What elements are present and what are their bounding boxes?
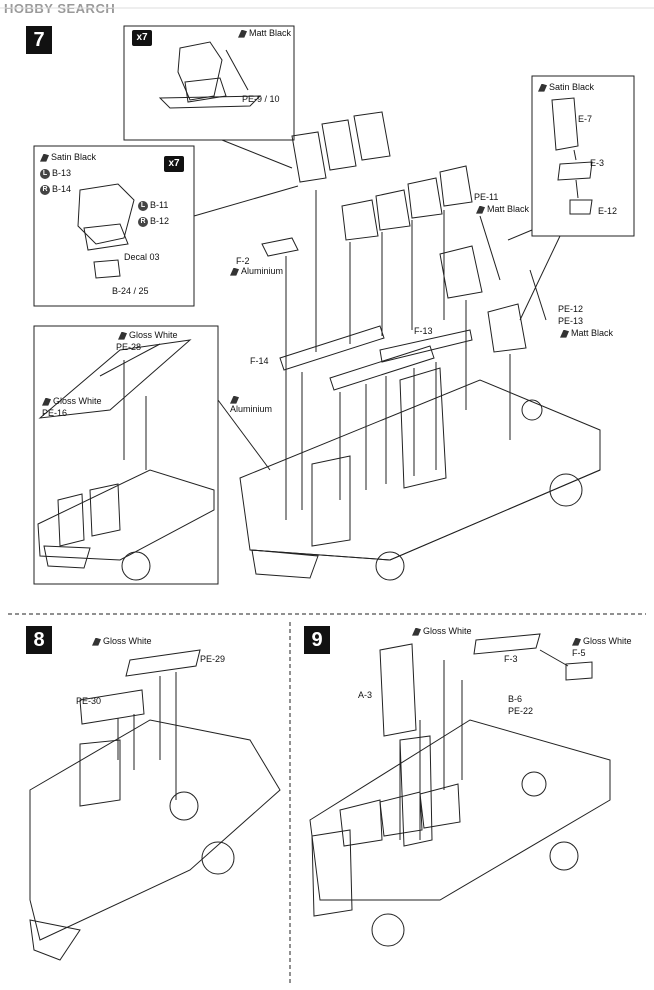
part-label: E-12 xyxy=(598,206,618,216)
right-marker: R xyxy=(138,216,148,227)
paint-label: Satin Black xyxy=(538,82,594,92)
paint-label: Gloss White xyxy=(412,626,472,636)
part-label: F-13 xyxy=(414,326,433,336)
paint-icon xyxy=(412,627,421,636)
paint-label: Matt Black xyxy=(560,328,613,338)
multiplier-badge: x7 xyxy=(164,156,184,172)
paint-icon xyxy=(560,329,569,338)
part-label: PE-28 xyxy=(116,342,142,352)
paint-icon xyxy=(572,637,581,646)
paint-icon xyxy=(230,395,239,404)
paint-label xyxy=(230,394,241,404)
paint-icon xyxy=(238,29,247,38)
right-marker: R xyxy=(40,184,50,195)
paint-icon xyxy=(230,267,239,276)
part-label: PE-30 xyxy=(76,696,102,706)
paint-label: Aluminium xyxy=(230,404,273,414)
paint-label: Gloss White xyxy=(572,636,632,646)
part-label: B-24 / 25 xyxy=(112,286,149,296)
step-8-number: 8 xyxy=(26,626,52,654)
paint-label: Gloss White xyxy=(42,396,102,406)
part-label: E-7 xyxy=(578,114,593,124)
paint-label: Gloss White xyxy=(92,636,152,646)
part-label: B-6 xyxy=(508,694,523,704)
paint-label: Aluminium xyxy=(230,266,283,276)
part-label: PE-22 xyxy=(508,706,534,716)
left-marker: L xyxy=(40,168,50,179)
paint-icon xyxy=(92,637,101,646)
part-label: F-3 xyxy=(504,654,518,664)
paint-icon xyxy=(40,153,49,162)
paint-label: Satin Black xyxy=(40,152,96,162)
paint-icon xyxy=(118,331,127,340)
part-label: PE-9 / 10 xyxy=(242,94,280,104)
left-marker: L xyxy=(138,200,148,211)
part-label: PE-13 xyxy=(558,316,584,326)
part-label: E-3 xyxy=(590,158,605,168)
step-7-number: 7 xyxy=(26,26,52,54)
paint-label: Matt Black xyxy=(238,28,291,38)
paint-label: Gloss White xyxy=(118,330,178,340)
part-label: PE-29 xyxy=(200,654,226,664)
part-label: PE-12 xyxy=(558,304,584,314)
paint-icon xyxy=(42,397,51,406)
decal-label: Decal 03 xyxy=(124,252,160,262)
paint-icon xyxy=(476,205,485,214)
paint-label: Matt Black xyxy=(476,204,529,214)
multiplier-badge: x7 xyxy=(132,30,152,46)
step-9-number: 9 xyxy=(304,626,330,654)
part-label: F-14 xyxy=(250,356,269,366)
part-label: F-2 xyxy=(236,256,250,266)
part-label: F-5 xyxy=(572,648,586,658)
part-label: PE-11 xyxy=(474,192,499,202)
paint-icon xyxy=(538,83,547,92)
part-label: PE-16 xyxy=(42,408,68,418)
part-label: A-3 xyxy=(358,690,373,700)
